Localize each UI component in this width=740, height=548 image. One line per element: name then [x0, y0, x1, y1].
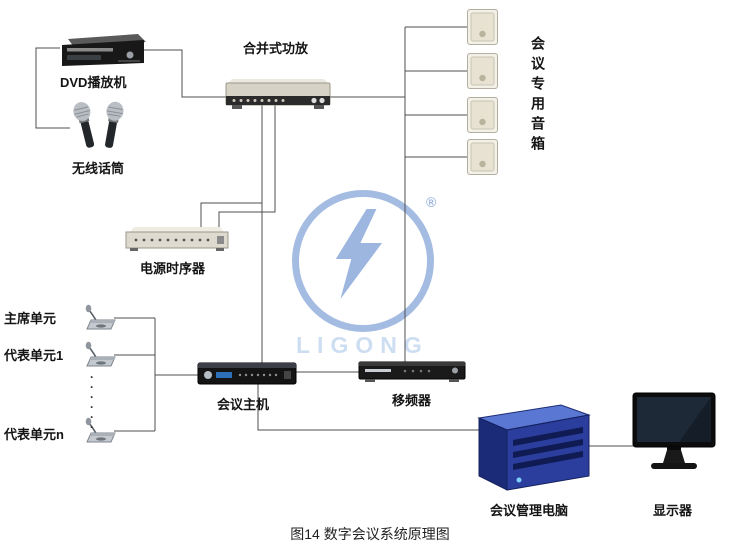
wireless-mic-label: 无线话筒 — [72, 161, 125, 176]
speaker-image — [466, 52, 500, 90]
registered-mark: ® — [426, 194, 437, 210]
figure-caption: 图14 数字会议系统原理图 — [290, 526, 450, 542]
speaker-image — [466, 96, 500, 134]
wire-dvd-to-amplifier — [142, 49, 228, 98]
frequency-shifter-label: 移频器 — [392, 393, 432, 408]
brand-logo-ring — [292, 190, 434, 332]
management-pc-label: 会议管理电脑 — [490, 503, 569, 518]
dvd-player-image — [58, 30, 148, 70]
delegate-unit-n-label: 代表单元n — [4, 427, 64, 442]
amplifier-label: 合并式功放 — [243, 41, 309, 56]
brand-logo-bolt-icon — [332, 208, 386, 304]
wire-sequencer-stub-2 — [218, 100, 276, 232]
speaker-group-label: 会议专用音箱 — [530, 36, 546, 156]
wireless-mic-image — [62, 100, 138, 154]
delegate-ellipsis: ······ — [85, 370, 99, 430]
delegate-unit-1-image — [82, 340, 120, 370]
chairman-unit-image — [82, 303, 120, 333]
chairman-unit-label: 主席单元 — [4, 311, 57, 326]
power-sequencer-image — [122, 224, 232, 254]
wire-sequencer-stub-1 — [200, 202, 262, 232]
speaker-image — [466, 138, 500, 176]
speaker-image — [466, 8, 500, 46]
dvd-player-label: DVD播放机 — [60, 75, 127, 90]
delegate-unit-n-image — [82, 416, 120, 446]
wire-dvd-mic-bracket — [35, 47, 70, 129]
monitor-label: 显示器 — [653, 503, 693, 518]
conference-host-image — [196, 356, 298, 388]
monitor-image — [632, 392, 716, 478]
brand-name: LIGONG — [296, 332, 429, 358]
frequency-shifter-image — [357, 357, 467, 385]
wire-host-to-pc — [257, 383, 485, 431]
conference-host-label: 会议主机 — [217, 397, 270, 412]
management-pc-image — [477, 400, 591, 492]
brand-watermark: ® LIGONG — [280, 182, 475, 382]
power-sequencer-label: 电源时序器 — [140, 261, 206, 276]
delegate-unit-1-label: 代表单元1 — [4, 348, 64, 363]
amplifier-image — [222, 77, 334, 113]
